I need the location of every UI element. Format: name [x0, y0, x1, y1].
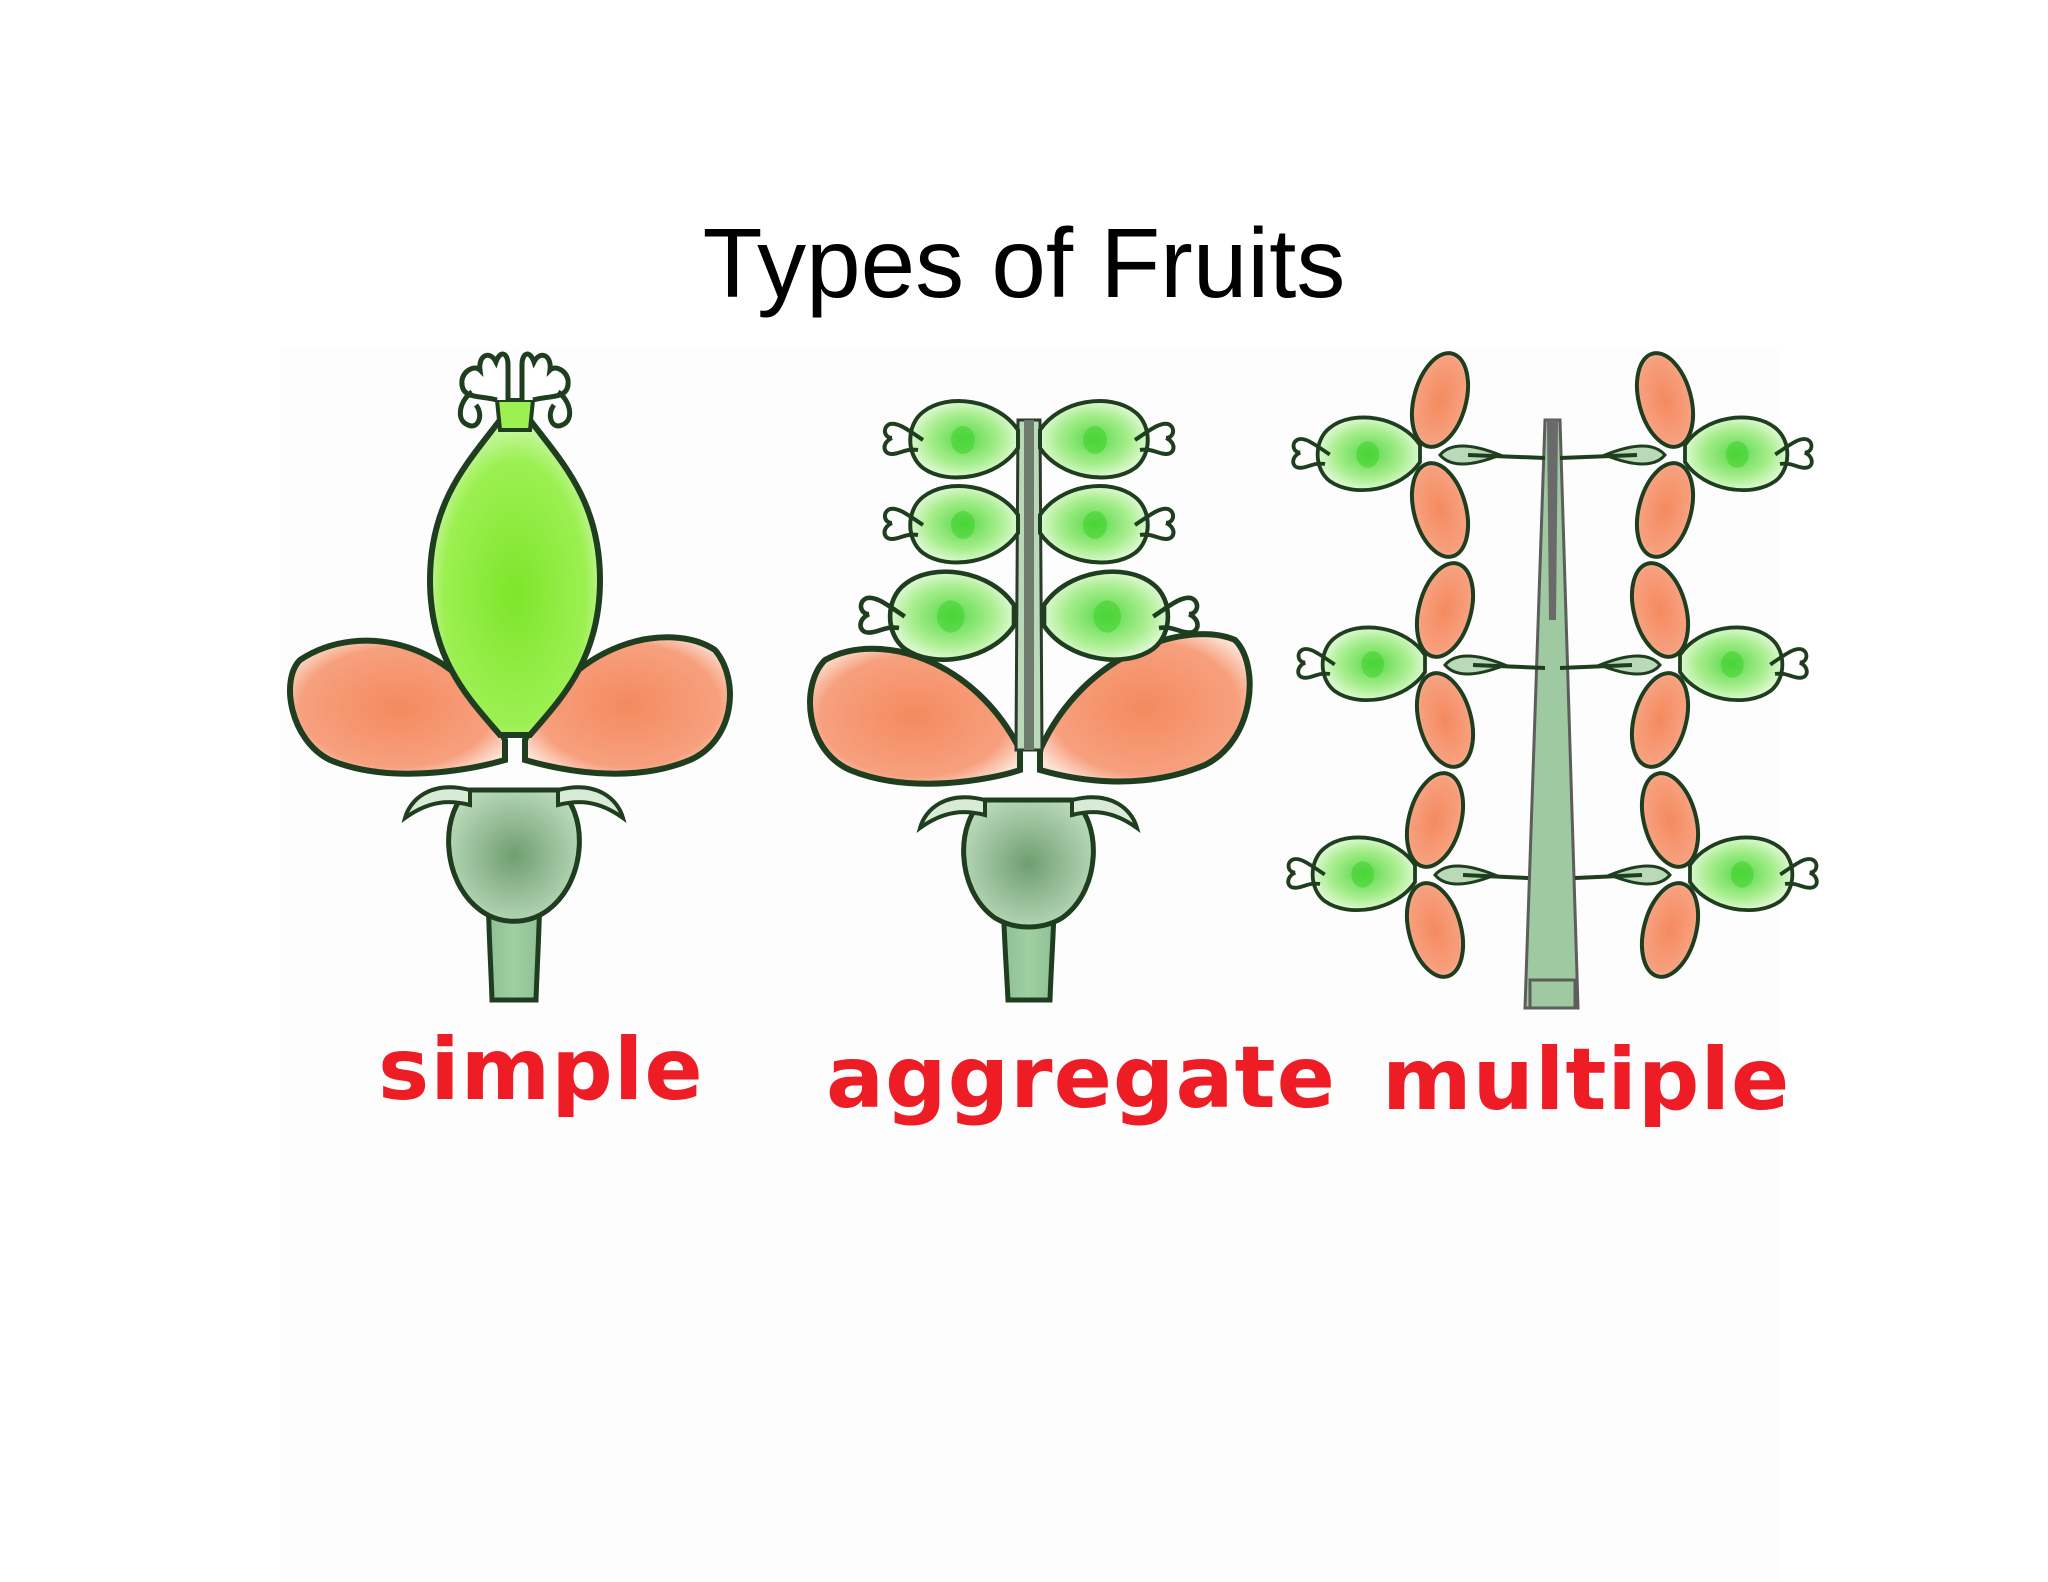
label-simple: simple: [378, 1020, 704, 1120]
label-multiple: multiple: [1382, 1030, 1791, 1130]
label-aggregate: aggregate: [826, 1028, 1336, 1128]
multiple-flower-illustration: [1288, 347, 1817, 1010]
slide-title: Types of Fruits: [702, 208, 1346, 318]
simple-flower-illustration: [287, 351, 733, 1003]
aggregate-flower-illustration: [807, 398, 1253, 1003]
